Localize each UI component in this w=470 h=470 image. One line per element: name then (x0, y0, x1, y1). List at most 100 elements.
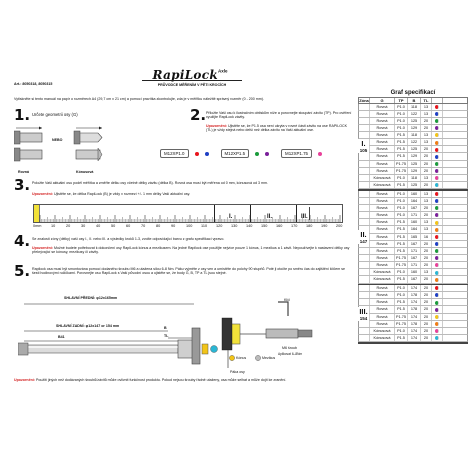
cell-geometry: Rovná (370, 197, 395, 204)
cell-geometry: Rovná (370, 285, 395, 292)
cell-tp: P1.5 (395, 219, 408, 226)
cell-b: 174 (408, 335, 421, 342)
color-dot-icon (435, 263, 439, 268)
cell-geometry: Rovná (370, 204, 395, 212)
cell-tp: P1.0 (395, 103, 408, 110)
cell-tl: 13 (421, 110, 432, 117)
cell-geometry: Rovná (370, 320, 395, 327)
cell-tp: P1.0 (395, 190, 408, 197)
cell-tl: 20 (421, 262, 432, 269)
ruler-tick-label: 160 (276, 224, 283, 228)
cell-tl: 13 (421, 174, 432, 182)
cell-tp: P1.0 (395, 117, 408, 124)
color-dot-icon (435, 161, 439, 166)
cell-tl: 20 (421, 124, 432, 132)
ruler-tick-label: 80 (156, 224, 161, 228)
cell-tl: 20 (421, 204, 432, 212)
cell-geometry: Rovná (370, 262, 395, 269)
label-b1: B41 (58, 335, 65, 339)
step2-warning: Upozornění: Ujistěte se, že P1.5 osa nen… (206, 124, 354, 133)
cell-tp: P1.0 (395, 285, 408, 292)
step3-warning-text: Ujistěte se, že délka RapiLock (B) je vž… (53, 192, 191, 196)
step1-number: 1. (14, 106, 31, 124)
cell-geometry: Rovná (370, 153, 395, 160)
cell-tp: P1.75 (395, 262, 408, 269)
spec-table-header: Zóna G TP B TL (358, 97, 468, 104)
ruler-tick-label: 50 (111, 224, 116, 228)
cell-geometry: Rovná (370, 240, 395, 247)
ruler-tick-label: 120 (216, 224, 223, 228)
step1-text: Určete geometrii osy (G) (32, 112, 78, 117)
cell-tp: P1.5 (395, 153, 408, 160)
ruler-tick-label: 10 (51, 224, 56, 228)
color-dot-icon (435, 133, 439, 138)
cell-b: 167 (408, 204, 421, 212)
color-dot-icon (435, 126, 439, 131)
cell-geometry: Rovná (370, 103, 395, 110)
cell-b: 125 (408, 146, 421, 153)
ruler-tick-label: 200 (336, 224, 343, 228)
color-dot-icon (435, 227, 439, 232)
zone-length: 154 (359, 315, 368, 321)
cell-tl: 13 (421, 132, 432, 139)
article-number: Art.: 8050318, 8050315 (14, 82, 53, 86)
color-dot-icon (435, 206, 439, 211)
thread-badge-p15: M12XP1.5 (220, 149, 250, 158)
label-rovna: Rovná (18, 170, 29, 174)
cell-geometry: Rovná (370, 292, 395, 299)
cell-geometry: Kónusová (370, 276, 395, 283)
brand-suffix: Axle (217, 68, 228, 74)
cell-tp: P1.0 (395, 197, 408, 204)
cell-b: 164 (408, 197, 421, 204)
color-dot-icon (435, 183, 439, 188)
color-dot-icon (435, 286, 439, 291)
cell-tp: P1.5 (395, 139, 408, 146)
zone-label: II.147 (358, 230, 369, 245)
cell-tl: 20 (421, 327, 432, 334)
color-dot-icon (435, 234, 439, 239)
cell-tp: P1.0 (395, 212, 408, 219)
cell-geometry: Rovná (370, 110, 395, 117)
cell-tp: P1.0 (395, 327, 408, 334)
cell-tl: 20 (421, 292, 432, 299)
cell-geometry: Rovná (370, 306, 395, 313)
header-zone: Zóna (359, 98, 370, 103)
cell-tl: 13 (421, 269, 432, 276)
cell-tl: 20 (421, 335, 432, 342)
zone-roman: I. (361, 139, 366, 149)
cell-tl: 20 (421, 153, 432, 160)
color-dot-icon (435, 277, 439, 282)
cell-tl: 13 (421, 139, 432, 146)
ruler-tick-label: 30 (81, 224, 86, 228)
cell-tp: P1.5 (395, 226, 408, 233)
thread-badge-p175: M12XP1.75 (281, 149, 312, 158)
step4-number: 4. (14, 232, 31, 250)
cell-tp: P1.75 (395, 320, 408, 327)
color-dot-icon (435, 213, 439, 218)
cell-geometry: Rovná (370, 132, 395, 139)
step4-text: Se znalostí zóny (délky) vaší osy I., II… (32, 237, 225, 241)
cell-tp: P1.75 (395, 254, 408, 262)
color-dot-icon (435, 322, 439, 327)
footer-warning: Upozornění: Použití jiných než dodávanýc… (14, 378, 348, 382)
cell-tp: P1.5 (395, 299, 408, 306)
color-dot-icon (435, 270, 439, 275)
color-dot-icon (435, 314, 439, 319)
cell-b: 125 (408, 117, 421, 124)
header-tp: TP (395, 98, 408, 103)
cell-b: 174 (408, 327, 421, 334)
ruler-tick-label: 100 (186, 224, 193, 228)
